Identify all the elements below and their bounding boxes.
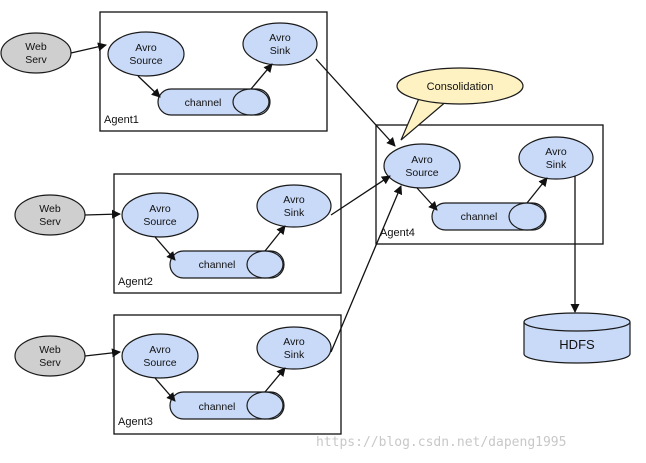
agent2-sink-label-line2: Sink	[284, 207, 305, 219]
arrow-sink1-to-agent4-source	[315, 58, 396, 147]
agent1-channel	[157, 88, 271, 116]
agent1-sink-label-line1: Avro	[269, 32, 291, 44]
web-server-3	[14, 335, 86, 377]
agent2-sink-label-line1: Avro	[283, 194, 305, 206]
arrow-channel1-to-sink1	[250, 63, 273, 90]
agent4-avro-source	[383, 143, 461, 189]
agent3-source-label-line1: Avro	[149, 344, 171, 356]
web-server-3-label-line1: Web	[39, 344, 61, 356]
agent2-box	[113, 173, 342, 294]
arrow-web1-to-source1	[70, 42, 107, 54]
arrow-web2-to-source2	[84, 209, 121, 219]
arrow-web3-to-source3	[84, 348, 121, 358]
hdfs-label: HDFS	[559, 337, 595, 352]
agent1-source-label-line2: Source	[129, 55, 162, 67]
web-server-3-label-line2: Serv	[39, 357, 61, 369]
web-server-2-label-line1: Web	[39, 203, 61, 215]
agent3-source-label-line2: Source	[143, 357, 176, 369]
web-server-1-label-line2: Serv	[25, 54, 47, 66]
agent3-sink-label-line2: Sink	[284, 349, 305, 361]
web-server-1	[0, 32, 72, 74]
agent2-source-label-line2: Source	[143, 216, 176, 228]
agent4-group: Agent4 Avro Source Avro Sink channel	[375, 124, 604, 245]
agent4-label: Agent4	[380, 227, 415, 239]
agent3-box	[113, 314, 342, 435]
agent4-sink-label-line1: Avro	[545, 146, 567, 158]
agent1-group: Agent1 Web Serv Avro Source Avro Sink ch…	[0, 11, 328, 132]
agent3-channel-label: channel	[199, 401, 236, 413]
agent4-source-label-line1: Avro	[411, 154, 433, 166]
hdfs-storage	[523, 312, 631, 364]
agent3-sink-label-line1: Avro	[283, 336, 305, 348]
agent1-sink-label-line2: Sink	[270, 45, 291, 57]
agent2-channel-label: channel	[199, 259, 236, 271]
web-server-2-label-line2: Serv	[39, 216, 61, 228]
arrow-sink2-to-agent4-source	[330, 175, 391, 216]
agent1-avro-sink	[242, 22, 318, 66]
agent3-label: Agent3	[118, 416, 153, 428]
agent3-avro-sink	[256, 326, 332, 370]
agent1-label: Agent1	[104, 114, 139, 126]
web-server-1-label-line1: Web	[25, 41, 47, 53]
web-server-2	[14, 194, 86, 236]
agent2-avro-sink	[256, 184, 332, 228]
agent2-label: Agent2	[118, 276, 153, 288]
arrow-source4-to-channel4	[416, 187, 438, 211]
agent4-sink-label-line2: Sink	[546, 159, 567, 171]
agent4-channel-label: channel	[461, 211, 498, 223]
arrow-channel3-to-sink3	[264, 367, 286, 393]
agent3-channel	[169, 391, 285, 420]
agent1-avro-source	[107, 31, 185, 77]
arrow-sink3-to-agent4-source	[330, 185, 403, 353]
agent2-source-label-line1: Avro	[149, 203, 171, 215]
agent4-source-label-line2: Source	[405, 167, 438, 179]
consolidation-callout-label: Consolidation	[427, 81, 494, 93]
arrow-source1-to-channel1	[137, 75, 161, 98]
watermark-text: https://blog.csdn.net/dapeng1995	[316, 435, 566, 450]
arrow-channel2-to-sink2	[264, 225, 286, 252]
arrow-channel4-to-sink4	[526, 177, 548, 204]
agent1-channel-label: channel	[185, 97, 222, 109]
agent2-group: Agent2 Web Serv Avro Source Avro Sink ch…	[14, 173, 342, 294]
arrow-source3-to-channel3	[154, 377, 176, 402]
agent1-source-label-line1: Avro	[135, 42, 157, 54]
agent3-avro-source	[121, 333, 199, 379]
agent2-avro-source	[121, 192, 199, 238]
agent4-avro-sink	[518, 136, 594, 180]
agent3-group: Agent3 Web Serv Avro Source Avro Sink ch…	[14, 314, 342, 435]
agent2-channel	[169, 250, 285, 279]
arrow-source2-to-channel2	[154, 236, 176, 261]
consolidation-callout	[396, 67, 524, 141]
